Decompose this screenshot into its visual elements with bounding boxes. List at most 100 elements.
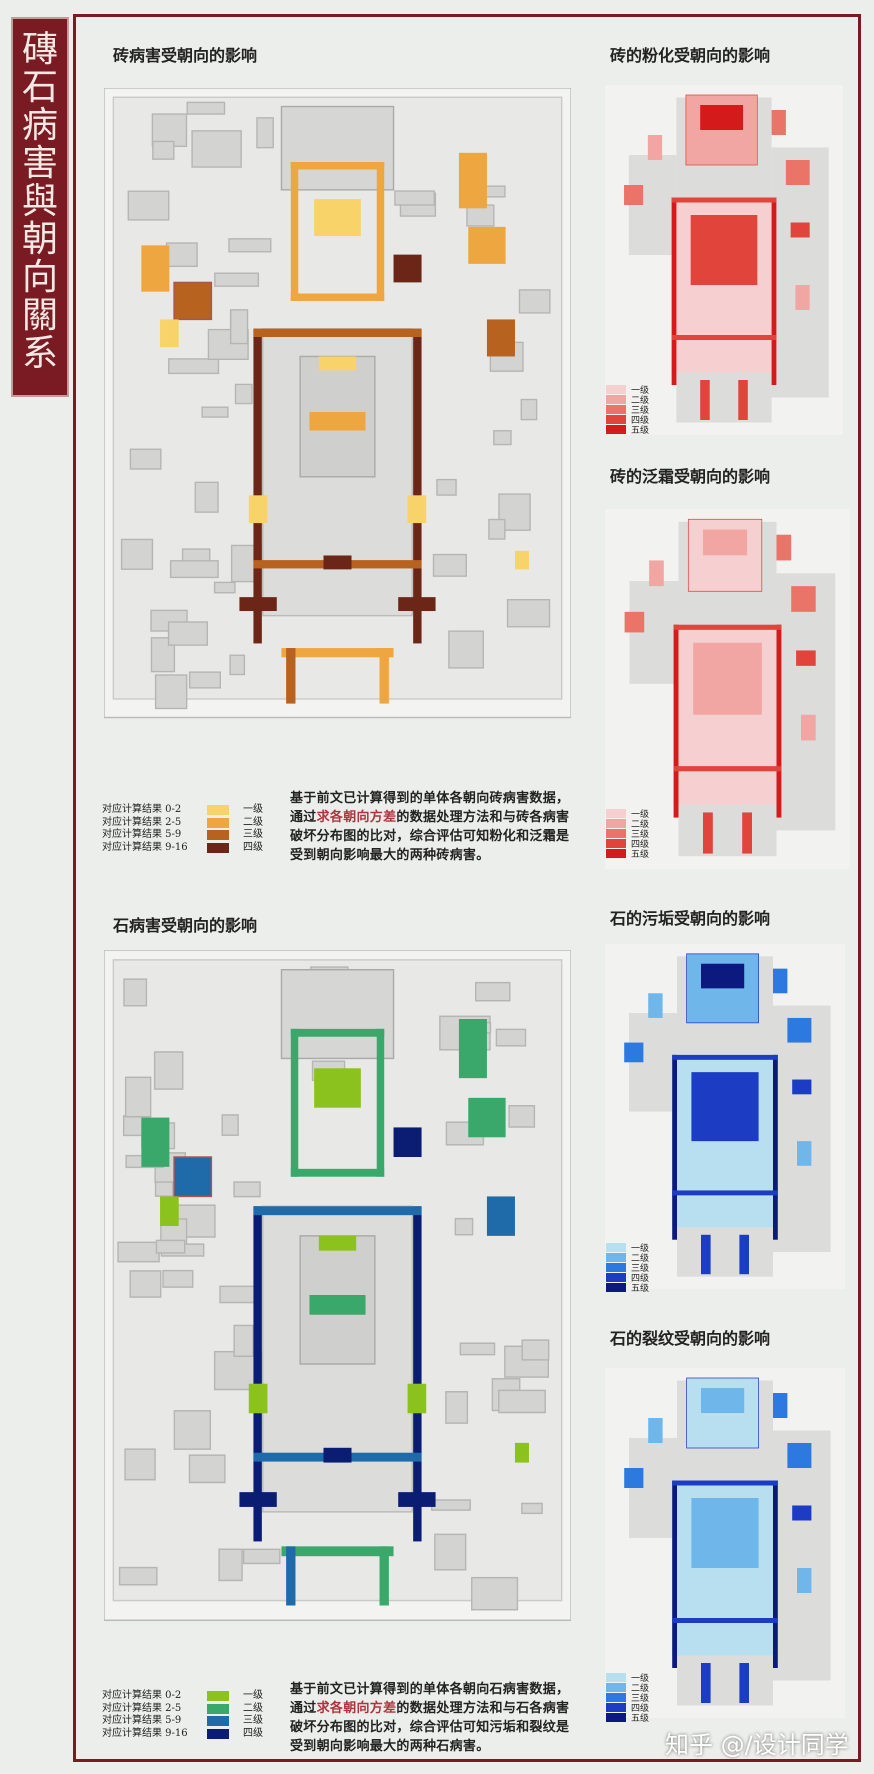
legend-item: 五级	[606, 1712, 649, 1724]
damage-mark	[281, 1546, 394, 1557]
legend-swatch	[207, 805, 229, 816]
highlight-text: 求各朝向方差	[316, 1701, 397, 1716]
building-block	[229, 654, 246, 676]
building-block	[229, 309, 249, 345]
building-block	[432, 553, 467, 577]
stone-dirt-map	[605, 944, 845, 1289]
legend-level: 四级	[243, 841, 263, 853]
damage-area	[693, 642, 762, 715]
brick-efflorescence-map	[605, 509, 850, 869]
building-block	[155, 1239, 186, 1254]
legend-level: 一级	[243, 1690, 263, 1701]
palace-block	[280, 968, 395, 1060]
damage-mark	[253, 328, 262, 644]
damage-mark	[790, 222, 810, 238]
legend-level: 三级	[243, 1715, 263, 1726]
legend-swatch	[606, 1692, 626, 1702]
legend-item: 三级	[606, 1692, 649, 1704]
legend-level: 三级	[243, 829, 263, 840]
damage-mark	[797, 1141, 812, 1166]
legend-swatch	[606, 848, 626, 858]
legend-item: 二级	[606, 1682, 649, 1694]
building-block	[394, 190, 435, 206]
building-block	[165, 242, 198, 268]
damage-mark	[398, 1492, 436, 1507]
damage-area	[701, 963, 745, 989]
damage-mark	[468, 226, 506, 264]
legend-item: 对应计算结果 5-9 三级	[102, 1715, 263, 1728]
damage-mark	[248, 1383, 268, 1414]
legend-swatch	[606, 1672, 626, 1682]
damage-mark	[796, 650, 816, 666]
building-block	[129, 448, 162, 470]
building-block	[188, 1454, 226, 1484]
damage-mark	[253, 1206, 262, 1542]
legend-level: 一级	[631, 1243, 650, 1254]
legend-range: 对应计算结果 0-2	[102, 1690, 182, 1701]
building-block	[471, 1576, 519, 1611]
banner-char: 石	[21, 67, 58, 108]
building-block	[233, 1324, 254, 1358]
legend-item: 二级	[606, 818, 649, 830]
damage-mark	[773, 968, 788, 994]
damage-mark	[290, 1028, 299, 1177]
damage-mark	[648, 1418, 663, 1443]
damage-mark	[309, 1295, 366, 1315]
damage-mark	[649, 560, 664, 587]
building-block	[124, 1448, 156, 1481]
building-block	[118, 1566, 158, 1586]
damage-mark	[323, 1447, 352, 1463]
damage-mark	[253, 1206, 422, 1216]
building-block	[214, 272, 260, 287]
damage-area	[700, 105, 744, 130]
building-block	[194, 481, 219, 513]
damage-mark	[379, 648, 389, 704]
legend-range: 对应计算结果 0-2	[102, 804, 182, 815]
legend-range: 对应计算结果 5-9	[102, 1715, 182, 1726]
damage-mark	[703, 812, 713, 854]
legend-swatch	[207, 842, 229, 853]
legend-swatch	[606, 808, 626, 818]
damage-mark	[376, 162, 385, 301]
banner-char: 害	[21, 143, 58, 184]
building-block	[520, 398, 538, 421]
legend-item: 三级	[606, 1262, 649, 1274]
legend-item: 五级	[606, 1282, 649, 1294]
banner-char: 向	[21, 257, 58, 298]
building-block	[124, 1076, 152, 1118]
damage-mark	[672, 1054, 677, 1240]
building-block	[518, 289, 551, 314]
brick-main-title: 砖病害受朝向的影响	[113, 46, 258, 65]
building-block	[201, 406, 229, 418]
damage-mark	[248, 495, 268, 524]
legend-level: 二级	[243, 1702, 263, 1714]
stone-crack-map	[605, 1368, 845, 1718]
legend-level: 四级	[631, 1273, 650, 1284]
building-block	[506, 598, 551, 628]
building-block	[117, 1241, 160, 1263]
damage-mark	[787, 1017, 812, 1043]
legend-item: 四级	[606, 1702, 649, 1714]
damage-mark	[785, 160, 810, 185]
building-block	[521, 1339, 550, 1361]
legend-swatch	[606, 384, 626, 394]
legend-range: 对应计算结果 2-5	[102, 816, 182, 828]
plan-silhouette	[776, 573, 836, 831]
legend-swatch	[606, 1682, 626, 1692]
damage-mark	[742, 812, 752, 854]
damage-mark	[771, 197, 777, 385]
damage-mark	[407, 495, 427, 524]
stone-main-title: 石病害受朝向的影响	[113, 916, 258, 935]
brick-efflorescence-title: 砖的泛霜受朝向的影响	[610, 467, 771, 486]
highlight-text: 求各朝向方差	[316, 810, 397, 825]
legend-level: 五级	[631, 849, 650, 860]
damage-mark	[700, 380, 710, 420]
legend-swatch	[606, 394, 626, 404]
legend-item: 五级	[606, 424, 649, 436]
building-block	[434, 1533, 467, 1571]
damage-mark	[701, 1234, 711, 1275]
